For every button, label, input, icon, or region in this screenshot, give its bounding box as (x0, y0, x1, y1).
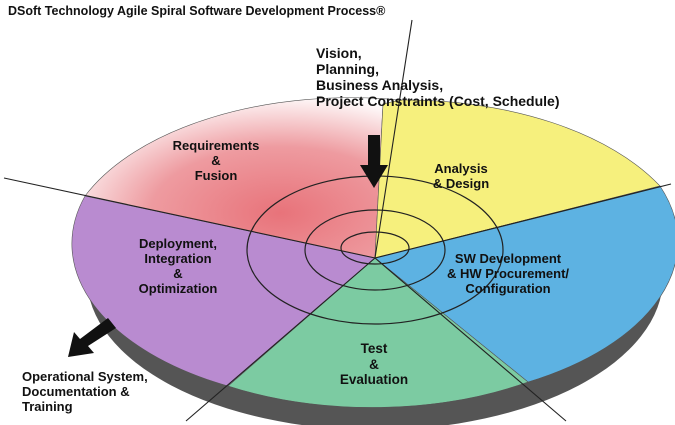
input-arrow (360, 135, 388, 188)
spoke-right (374, 183, 672, 259)
spokes (3, 19, 672, 422)
label-sw-line: & HW Procurement/ (446, 265, 570, 281)
label-requirements-line: Requirements (172, 138, 260, 153)
slice-test (227, 257, 529, 408)
output-note-line: Operational System, (22, 369, 148, 384)
label-requirements-line: & (211, 152, 221, 168)
label-test-line: & (369, 356, 379, 372)
input-note: Vision, Planning, Business Analysis, Pro… (316, 45, 559, 109)
label-analysis: Analysis & Design (420, 161, 502, 192)
label-test-line: Test (360, 341, 388, 356)
spoke-bottom-left (185, 257, 376, 422)
label-sw-development: SW Development & HW Procurement/ Configu… (430, 251, 586, 297)
label-analysis-line: Analysis (434, 161, 488, 176)
label-sw-line: SW Development (454, 251, 562, 266)
label-deployment-line: & (173, 265, 183, 281)
output-note-line: Documentation & (22, 383, 130, 399)
label-analysis-line: & Design (432, 175, 490, 191)
label-sw-line: Configuration (465, 280, 551, 296)
ring-middle (304, 209, 446, 291)
input-note-line: Project Constraints (Cost, Schedule) (316, 93, 560, 110)
label-deployment-line: Integration (144, 250, 212, 266)
disk-top (71, 97, 675, 408)
spoke-top (374, 19, 413, 259)
label-test-line: Evaluation (339, 372, 409, 388)
label-requirements-line: Fusion (194, 167, 238, 183)
input-note-line: Vision, (316, 45, 362, 61)
slice-deployment (71, 195, 376, 387)
spoke-bottom-right (374, 257, 567, 422)
slice-requirements (84, 97, 401, 259)
output-arrow (68, 318, 116, 357)
output-note: Operational System, Documentation & Trai… (22, 369, 148, 415)
label-deployment-line: Optimization (138, 280, 218, 296)
output-note-line: Training (22, 398, 73, 414)
label-deployment-line: Deployment, (138, 236, 217, 251)
diagram-title: DSoft Technology Agile Spiral Software D… (8, 4, 386, 18)
ring-inner (340, 231, 410, 265)
slice-analysis (374, 99, 661, 259)
label-requirements: Requirements & Fusion (158, 138, 274, 184)
label-test: Test & Evaluation (318, 341, 430, 388)
input-note-line: Business Analysis, (316, 77, 444, 94)
label-deployment: Deployment, Integration & Optimization (118, 236, 238, 297)
input-note-line: Planning, (316, 61, 379, 78)
slice-sw-development (374, 185, 675, 383)
spoke-left (3, 177, 376, 259)
